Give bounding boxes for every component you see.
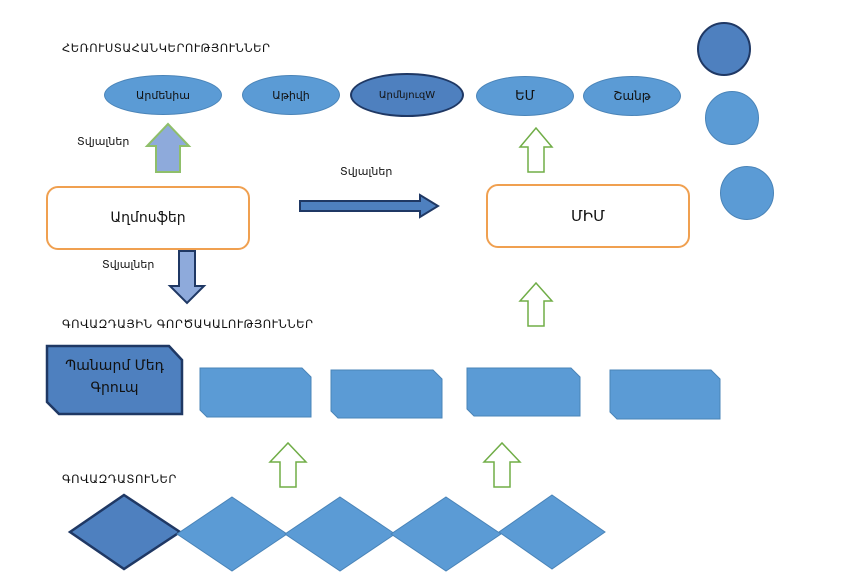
services-up-arrow xyxy=(518,281,554,327)
advertiser-diamond-2 xyxy=(176,496,288,572)
channel-oval-armenia[interactable]: Արմենիա xyxy=(104,75,222,115)
data-label-down: Տվյալներ xyxy=(102,258,155,271)
atmosphere-box[interactable]: Աղմոսֆեր xyxy=(46,186,250,250)
agency-name-line1: Պանարմ Մեդ xyxy=(65,358,164,374)
agency-box-3 xyxy=(330,369,443,419)
channel-label: Արմենիա xyxy=(135,88,190,102)
atmosphere-label: Աղմոսֆեր xyxy=(110,210,186,226)
channel-oval-armnews[interactable]: ԱրմնյուզW xyxy=(350,73,464,117)
advertiser-up-arrow-2 xyxy=(482,441,522,488)
data-right-arrow xyxy=(299,193,440,219)
circle-1[interactable] xyxy=(697,22,751,76)
advertiser-diamond-3 xyxy=(284,496,396,572)
characteristics-heading: ՀԵՌՈՒՍՏԱՀԱՆԿԵՐՈՒԹՅՈՒՆՆԵՐ xyxy=(62,41,271,55)
agency-name-line2: Գրուպ xyxy=(90,380,139,396)
agency-box-4 xyxy=(466,367,581,417)
agency-box-5 xyxy=(609,369,721,420)
mis-label: ՄԻՄ xyxy=(570,207,606,225)
circle-3[interactable] xyxy=(720,166,774,220)
agency-box-2 xyxy=(199,367,312,418)
advertiser-diamond-5 xyxy=(498,494,606,570)
advertiser-diamond-4 xyxy=(390,496,502,572)
services-heading: ԳՈՎԱԶԴԱՅԻՆ ԳՈՐԾԱԿԱԼՈՒԹՅՈՒՆՆԵՐ xyxy=(62,317,314,331)
agency-name[interactable]: Պանարմ Մեդ Գրուպ xyxy=(47,355,182,399)
channel-oval-em[interactable]: ԵՄ xyxy=(476,76,574,116)
data-label-right: Տվյալներ xyxy=(340,165,393,178)
data-up-arrow xyxy=(144,122,192,173)
circle-2[interactable] xyxy=(705,91,759,145)
channel-label: Աթիվի xyxy=(272,88,310,102)
channel-oval-shant[interactable]: Շանթ xyxy=(583,76,681,116)
advertiser-up-arrow-1 xyxy=(268,441,308,488)
channel-label: ԵՄ xyxy=(515,88,535,104)
agency-box-panarm xyxy=(45,344,184,416)
channel-label: ԱրմնյուզW xyxy=(378,89,436,101)
data-label-up: Տվյալներ xyxy=(77,135,130,148)
mis-box[interactable]: ՄԻՄ xyxy=(486,184,690,248)
channel-label: Շանթ xyxy=(613,89,651,103)
mis-up-arrow xyxy=(518,126,554,173)
advertiser-diamond-selected xyxy=(67,493,183,571)
channel-oval-ativi[interactable]: Աթիվի xyxy=(242,75,340,115)
data-down-arrow xyxy=(167,250,207,305)
advertisers-heading: ԳՈՎԱԶԴԱՏՈՒՆԵՐ xyxy=(62,472,177,486)
